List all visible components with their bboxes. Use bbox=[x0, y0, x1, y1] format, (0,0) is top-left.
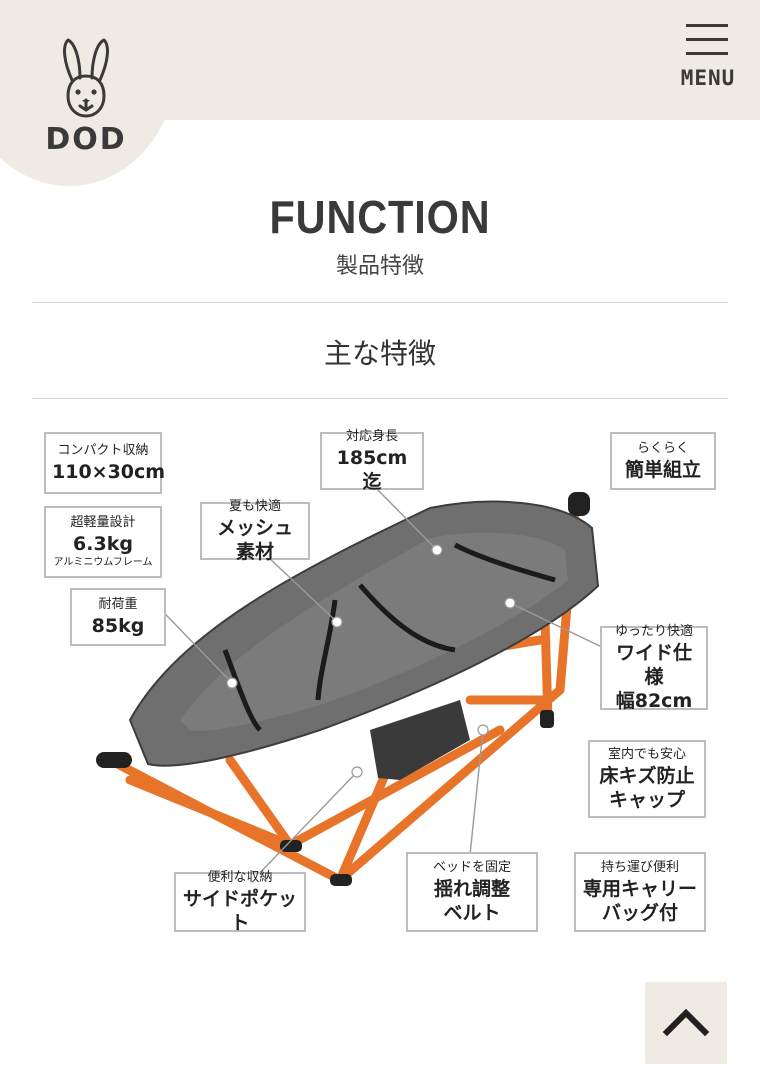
callout-lightweight: 超軽量設計 6.3kg アルミニウムフレーム bbox=[44, 506, 162, 578]
menu-icon-bar bbox=[686, 52, 728, 55]
back-to-top-button[interactable] bbox=[645, 982, 727, 1064]
callout-lightweight-line2: 6.3kg bbox=[73, 533, 133, 555]
callout-bag-line1: 持ち運び便利 bbox=[600, 860, 679, 875]
callout-belt-line3: ベルト bbox=[443, 902, 501, 924]
callout-easy-line1: らくらく bbox=[636, 441, 689, 456]
hammock-illustration bbox=[96, 487, 609, 886]
divider bbox=[32, 302, 728, 303]
section-subtitle: 製品特徴 bbox=[335, 254, 424, 279]
callout-bag-line3: バッグ付 bbox=[601, 902, 678, 924]
callout-easy: らくらく 簡単組立 bbox=[610, 432, 716, 490]
callout-bag-line2: 専用キャリー bbox=[582, 878, 697, 900]
callout-load: 耐荷重 85kg bbox=[70, 588, 166, 646]
callout-belt-line2: 揺れ調整 bbox=[433, 878, 510, 900]
product-diagram: コンパクト収納 110×30cm 超軽量設計 6.3kg アルミニウムフレーム … bbox=[0, 400, 760, 960]
divider bbox=[32, 398, 728, 399]
callout-cap: 室内でも安心 床キズ防止 キャップ bbox=[588, 740, 706, 818]
menu-icon-bar bbox=[686, 38, 728, 41]
callout-belt-line1: ベッドを固定 bbox=[432, 860, 511, 875]
callout-load-line2: 85kg bbox=[91, 615, 145, 637]
logo-text: DOD bbox=[45, 122, 127, 157]
callout-mesh: 夏も快適 メッシュ素材 bbox=[200, 499, 310, 563]
menu-button[interactable]: MENU bbox=[676, 20, 742, 96]
chevron-up-icon bbox=[662, 1008, 710, 1037]
callout-easy-line2: 簡単組立 bbox=[624, 459, 701, 481]
brand-logo[interactable]: DOD bbox=[26, 26, 146, 157]
callout-pocket: 便利な収納 サイドポケット bbox=[174, 870, 306, 934]
callout-cap-line3: キャップ bbox=[608, 789, 685, 811]
callout-height-line1: 対応身長 bbox=[345, 429, 398, 444]
callout-pocket-line2: サイドポケット bbox=[182, 888, 297, 934]
menu-label: MENU bbox=[680, 66, 736, 90]
callout-height-line2: 185cm迄 bbox=[336, 447, 408, 493]
callout-compact-line1: コンパクト収納 bbox=[57, 443, 149, 458]
callout-pocket-line1: 便利な収納 bbox=[207, 870, 273, 885]
rabbit-icon bbox=[63, 38, 109, 118]
callout-wide-line1: ゆったり快適 bbox=[614, 624, 693, 639]
callout-height: 対応身長 185cm迄 bbox=[320, 429, 424, 493]
callout-mesh-line1: 夏も快適 bbox=[228, 499, 281, 514]
section-title: FUNCTION bbox=[269, 191, 491, 243]
callout-lightweight-line1: 超軽量設計 bbox=[70, 515, 136, 530]
callout-lightweight-line3: アルミニウムフレーム bbox=[53, 557, 153, 568]
menu-icon bbox=[686, 24, 728, 27]
callout-compact: コンパクト収納 110×30cm bbox=[44, 432, 166, 494]
callout-belt: ベッドを固定 揺れ調整 ベルト bbox=[406, 852, 538, 932]
feature-heading: 主な特徴 bbox=[323, 337, 436, 370]
callout-load-line1: 耐荷重 bbox=[98, 597, 138, 612]
callout-wide: ゆったり快適 ワイド仕様 幅82cm bbox=[600, 624, 708, 712]
callout-cap-line1: 室内でも安心 bbox=[607, 747, 686, 762]
callout-compact-line2: 110×30cm bbox=[52, 461, 166, 483]
callout-mesh-line2: メッシュ素材 bbox=[216, 517, 293, 563]
callout-bag: 持ち運び便利 専用キャリー バッグ付 bbox=[574, 852, 706, 932]
callout-wide-line2: ワイド仕様 bbox=[615, 642, 692, 688]
callout-cap-line2: 床キズ防止 bbox=[599, 765, 695, 787]
callout-wide-line3: 幅82cm bbox=[615, 690, 693, 712]
